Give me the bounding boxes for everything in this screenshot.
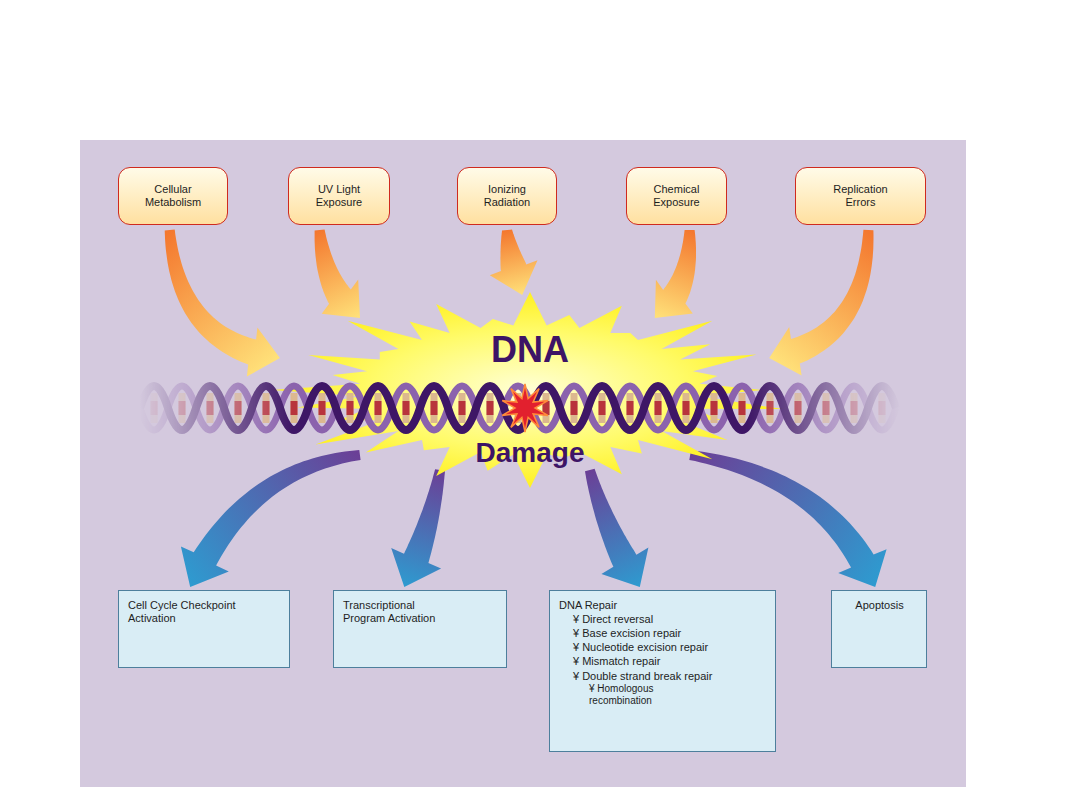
box-label: Cell Cycle Checkpoint Activation <box>128 599 280 625</box>
list-item: ¥ Homologous recombination <box>589 683 689 709</box>
flow-arrow <box>315 230 360 319</box>
flow-arrow <box>490 230 538 296</box>
source-box: Ionizing Radiation <box>457 167 557 225</box>
source-box: Chemical Exposure <box>626 167 727 225</box>
burst-label: Damage <box>270 438 790 469</box>
box-label: Cellular Metabolism <box>133 183 213 209</box>
list-item: ¥ Base excision repair <box>573 626 767 640</box>
box-label: DNA Repair <box>559 599 767 612</box>
source-box: UV Light Exposure <box>288 167 390 225</box>
box-label: Apoptosis <box>841 599 918 612</box>
list-item: ¥ Double strand break repair <box>573 669 767 683</box>
background-panel <box>80 140 966 787</box>
box-label: Transcriptional Program Activation <box>343 599 453 625</box>
flow-arrow <box>181 450 361 587</box>
outcome-box: Cell Cycle Checkpoint Activation <box>118 590 290 668</box>
burst-label: DNA <box>270 330 790 370</box>
flow-arrow <box>165 230 280 377</box>
flow-arrow <box>655 230 696 318</box>
box-label: Ionizing Radiation <box>467 183 547 209</box>
source-box: Cellular Metabolism <box>118 167 228 225</box>
box-label: Chemical Exposure <box>637 183 717 209</box>
damage-burst: DNA Damage <box>270 290 790 490</box>
flow-arrow <box>689 450 886 587</box>
outcome-box: Apoptosis <box>831 590 927 668</box>
flow-arrow <box>769 230 873 376</box>
list-item: ¥ Mismatch repair <box>573 654 767 668</box>
flow-arrow <box>391 469 445 587</box>
outcome-box: DNA Repair¥ Direct reversal¥ Base excisi… <box>549 590 776 752</box>
source-box: Replication Errors <box>795 167 926 225</box>
list-item: ¥ Direct reversal <box>573 612 767 626</box>
flow-arrow <box>585 469 648 587</box>
box-label: UV Light Exposure <box>299 183 379 209</box>
list-item: ¥ Nucleotide excision repair <box>573 640 767 654</box>
box-label: Replication Errors <box>821 183 901 209</box>
outcome-box: Transcriptional Program Activation <box>333 590 507 668</box>
